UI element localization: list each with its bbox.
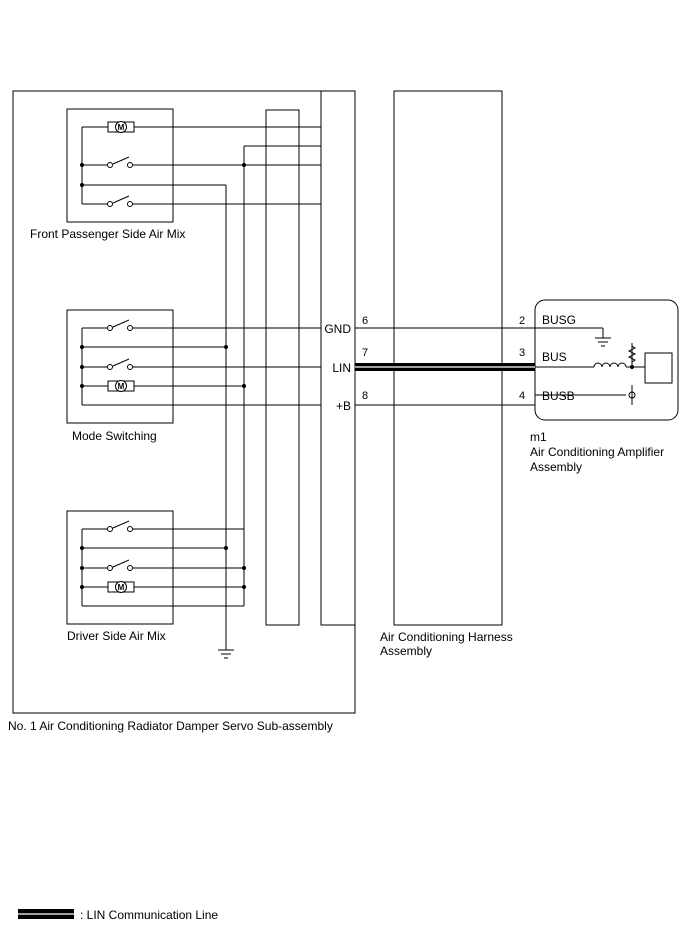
amp-pin-3: 3 [519,347,525,359]
switch-contact-icon [127,162,133,168]
switch-contact-icon [107,162,113,168]
lin-communication-line [355,363,535,371]
switch-contact-icon [107,201,113,207]
switch-contact-icon [107,565,113,571]
harness-box [393,90,503,626]
svg-text:M: M [118,583,125,592]
servo-label: No. 1 Air Conditioning Radiator Damper S… [8,719,333,733]
terminal-plus-b: +B [336,399,351,413]
amplifier-box [534,299,679,421]
svg-text:M: M [118,123,125,132]
legend-text: : LIN Communication Line [80,908,218,922]
motor-icon: M [107,380,135,392]
terminal-lin: LIN [332,361,351,375]
servo-connector [320,90,356,626]
inductor-icon [593,362,627,368]
amp-pin-2: 2 [519,315,525,327]
switch-contact-icon [127,364,133,370]
terminal-gnd: GND [324,322,351,336]
amplifier-label-1: Air Conditioning Amplifier [530,445,664,459]
ground-icon [218,649,234,659]
switch-contact-icon [127,325,133,331]
switch-contact-icon [107,325,113,331]
front-passenger-label: Front Passenger Side Air Mix [30,227,185,241]
legend-line-icon [18,909,74,919]
svg-text:M: M [118,382,125,391]
amp-terminal-busg: BUSG [542,313,576,327]
motor-icon: M [107,581,135,593]
harness-label-2: Assembly [380,644,432,658]
ic-block-icon [644,352,673,384]
amp-pin-4: 4 [519,390,525,402]
amp-terminal-busb: BUSB [542,389,575,403]
driver-side-label: Driver Side Air Mix [67,629,166,643]
amplifier-label-2: Assembly [530,460,582,474]
resistor-icon [627,345,637,363]
switch-contact-icon [127,526,133,532]
harness-label-1: Air Conditioning Harness [380,630,513,644]
switch-contact-icon [107,526,113,532]
servo-pin-6: 6 [362,315,368,327]
servo-pin-7: 7 [362,347,368,359]
servo-box [12,90,356,714]
amplifier-code: m1 [530,430,547,444]
switch-contact-icon [107,364,113,370]
switch-contact-icon [127,565,133,571]
mode-switching-label: Mode Switching [72,429,157,443]
amp-terminal-bus: BUS [542,350,567,364]
switch-contact-icon [127,201,133,207]
servo-pin-8: 8 [362,390,368,402]
motor-icon: M [107,121,135,133]
